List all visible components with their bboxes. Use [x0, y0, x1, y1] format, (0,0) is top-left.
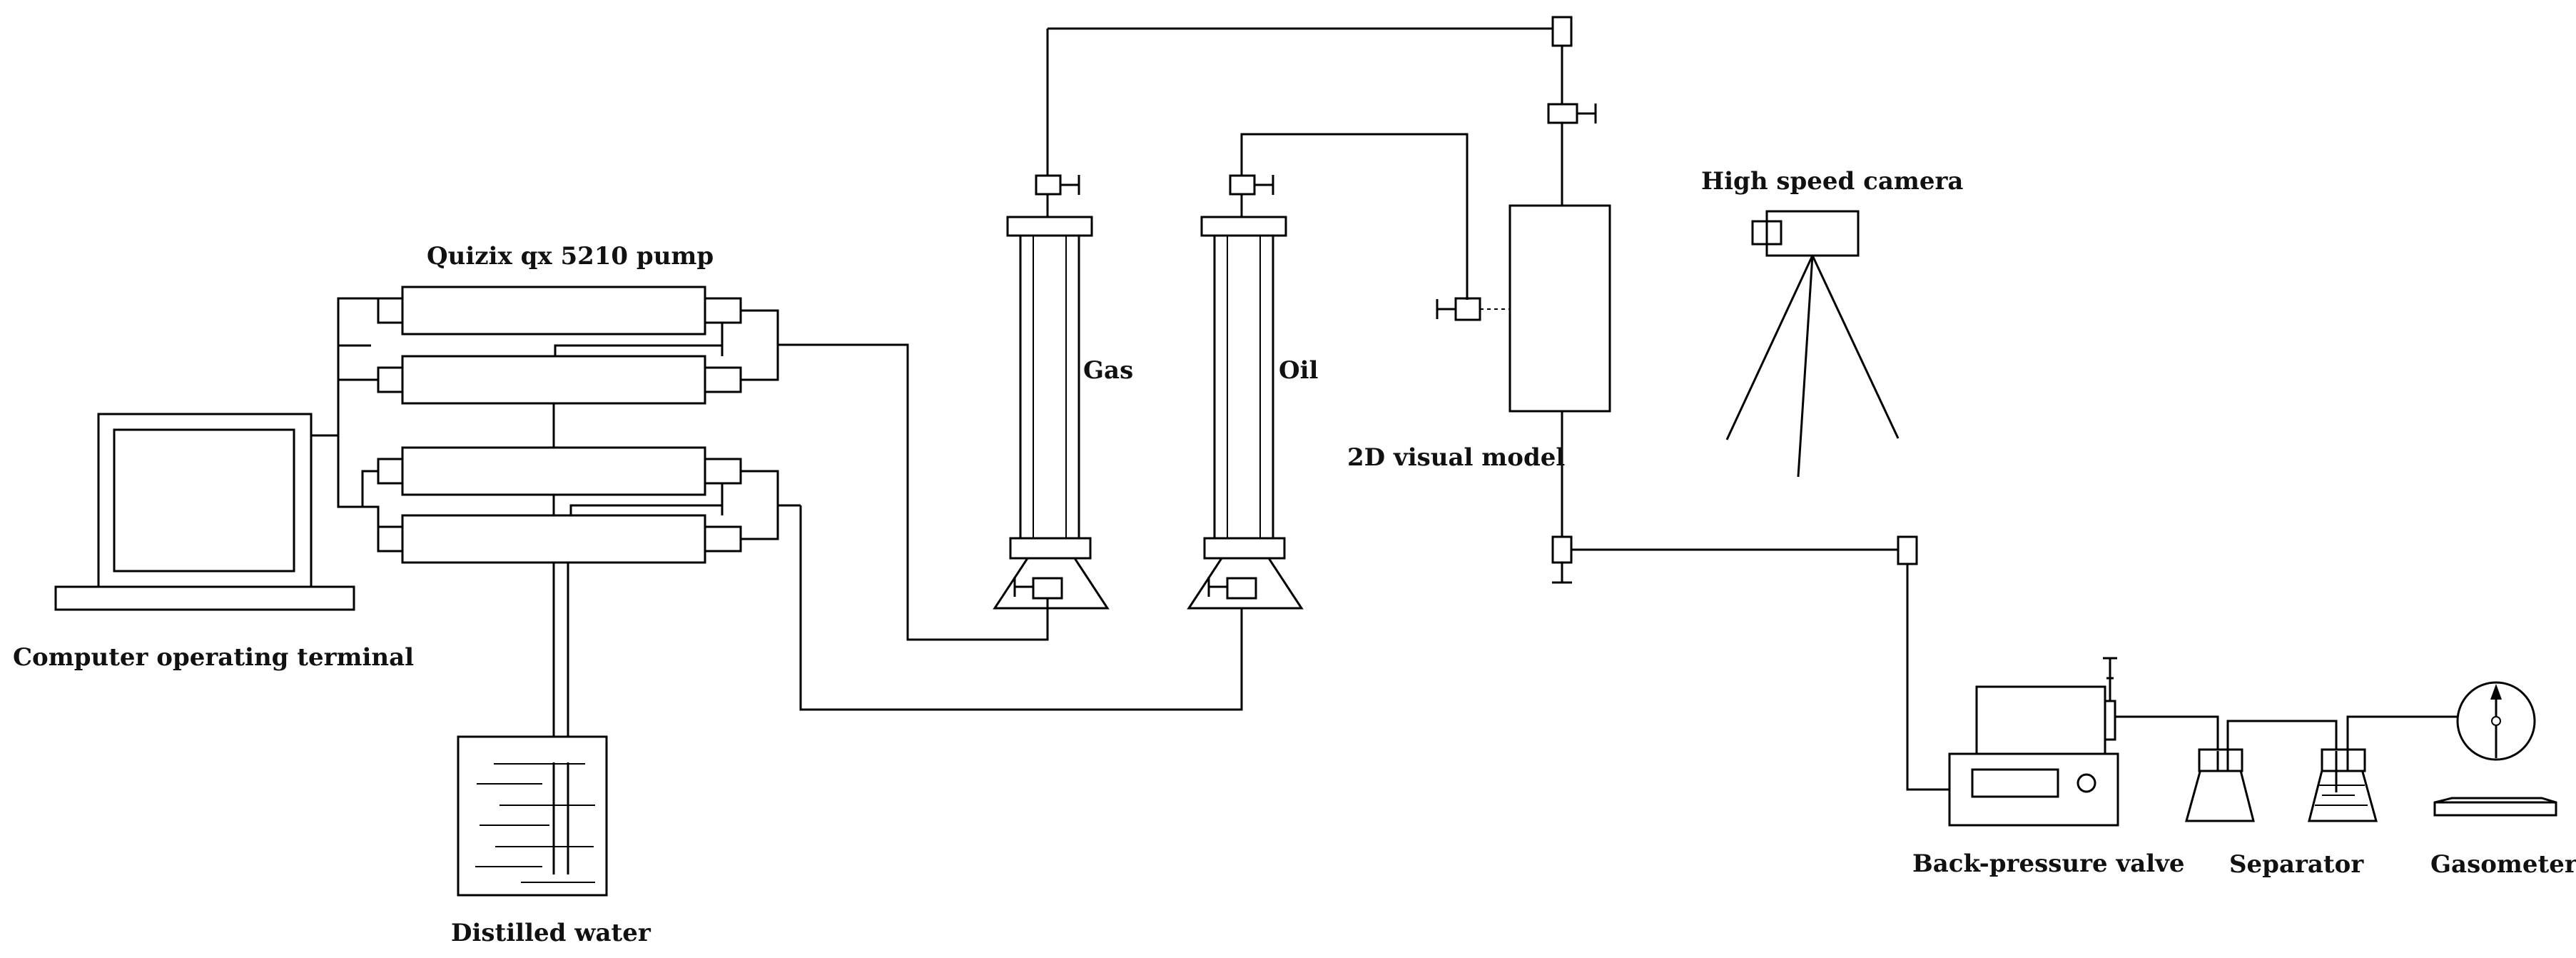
visual-model: [1436, 16, 1949, 791]
computer-pump-wiring: [311, 297, 380, 538]
separator-flask: [2185, 720, 2338, 822]
separator-label: Separator: [2229, 850, 2364, 879]
camera-label: High speed camera: [1701, 167, 1963, 196]
back-pressure-valve: [1948, 657, 2219, 827]
high-speed-camera: [1725, 210, 1900, 478]
computer-terminal-label: Computer operating terminal: [13, 643, 414, 672]
pump-stack: [377, 286, 742, 564]
collection-flask: [2308, 715, 2462, 822]
water-label: Distilled water: [451, 919, 651, 947]
oil-label: Oil: [1279, 356, 1319, 385]
computer-terminal: [54, 413, 355, 611]
gasometer: [2433, 681, 2557, 817]
bpv-label: Back-pressure valve: [1912, 849, 2185, 878]
gas-cylinder: [993, 29, 1110, 610]
model-label: 2D visual model: [1347, 443, 1565, 472]
gas-label: Gas: [1083, 356, 1133, 385]
pump-label: Quizix qx 5210 pump: [427, 242, 714, 271]
oil-cylinder: [1187, 133, 1469, 610]
gasometer-label: Gasometer: [2430, 850, 2576, 879]
water-tank: [457, 735, 608, 897]
